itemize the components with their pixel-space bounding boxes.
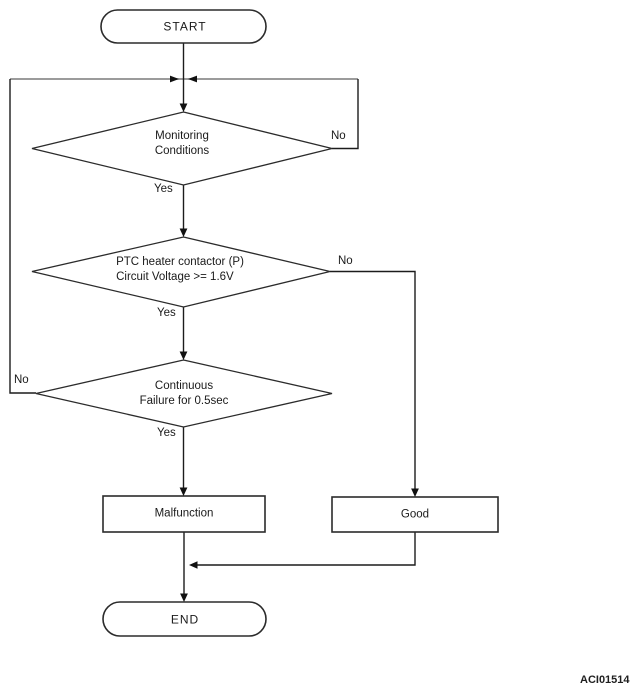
continuous-yes-label: Yes	[157, 427, 176, 439]
start-node-label: START	[163, 19, 207, 34]
arrowhead-into-continuous	[179, 351, 188, 360]
arrowhead-into-malfunction	[179, 487, 188, 496]
figure-code: ACI01514	[580, 674, 630, 686]
monitoring-decision-diamond	[31, 111, 333, 186]
monitoring-decision-label: Monitoring Conditions	[154, 130, 210, 157]
continuous-no-return-line	[9, 79, 36, 394]
arrowhead-junction-from-left	[170, 75, 179, 83]
arrowhead-into-voltage	[179, 228, 188, 237]
voltage-no-label: No	[338, 255, 353, 267]
end-node-shape	[102, 601, 267, 637]
malfunction-box	[102, 495, 266, 533]
monitoring-no-return-line	[332, 79, 359, 150]
arrowhead-good-merge	[189, 561, 198, 569]
arrowhead-into-good	[411, 488, 419, 497]
voltage-decision-label: PTC heater contactor (P) Circuit Voltage…	[116, 256, 244, 283]
arrowhead-junction-from-right	[188, 75, 197, 83]
voltage-no-to-good-line	[330, 270, 416, 490]
malfunction-box-label: Malfunction	[154, 507, 214, 520]
good-box-label: Good	[400, 508, 430, 521]
monitoring-yes-label: Yes	[154, 183, 173, 195]
start-node-shape	[100, 9, 267, 44]
end-node-label: END	[170, 612, 200, 627]
arrowhead-into-end	[180, 593, 188, 602]
continuous-decision-label: Continuous Failure for 0.5sec	[139, 380, 229, 407]
good-merge-line	[197, 532, 416, 566]
voltage-decision-diamond	[31, 236, 331, 308]
arrowhead-into-monitoring	[179, 103, 188, 112]
continuous-no-label: No	[14, 374, 29, 386]
continuous-decision-diamond	[35, 359, 333, 428]
monitoring-no-label: No	[331, 130, 346, 142]
voltage-yes-label: Yes	[157, 307, 176, 319]
